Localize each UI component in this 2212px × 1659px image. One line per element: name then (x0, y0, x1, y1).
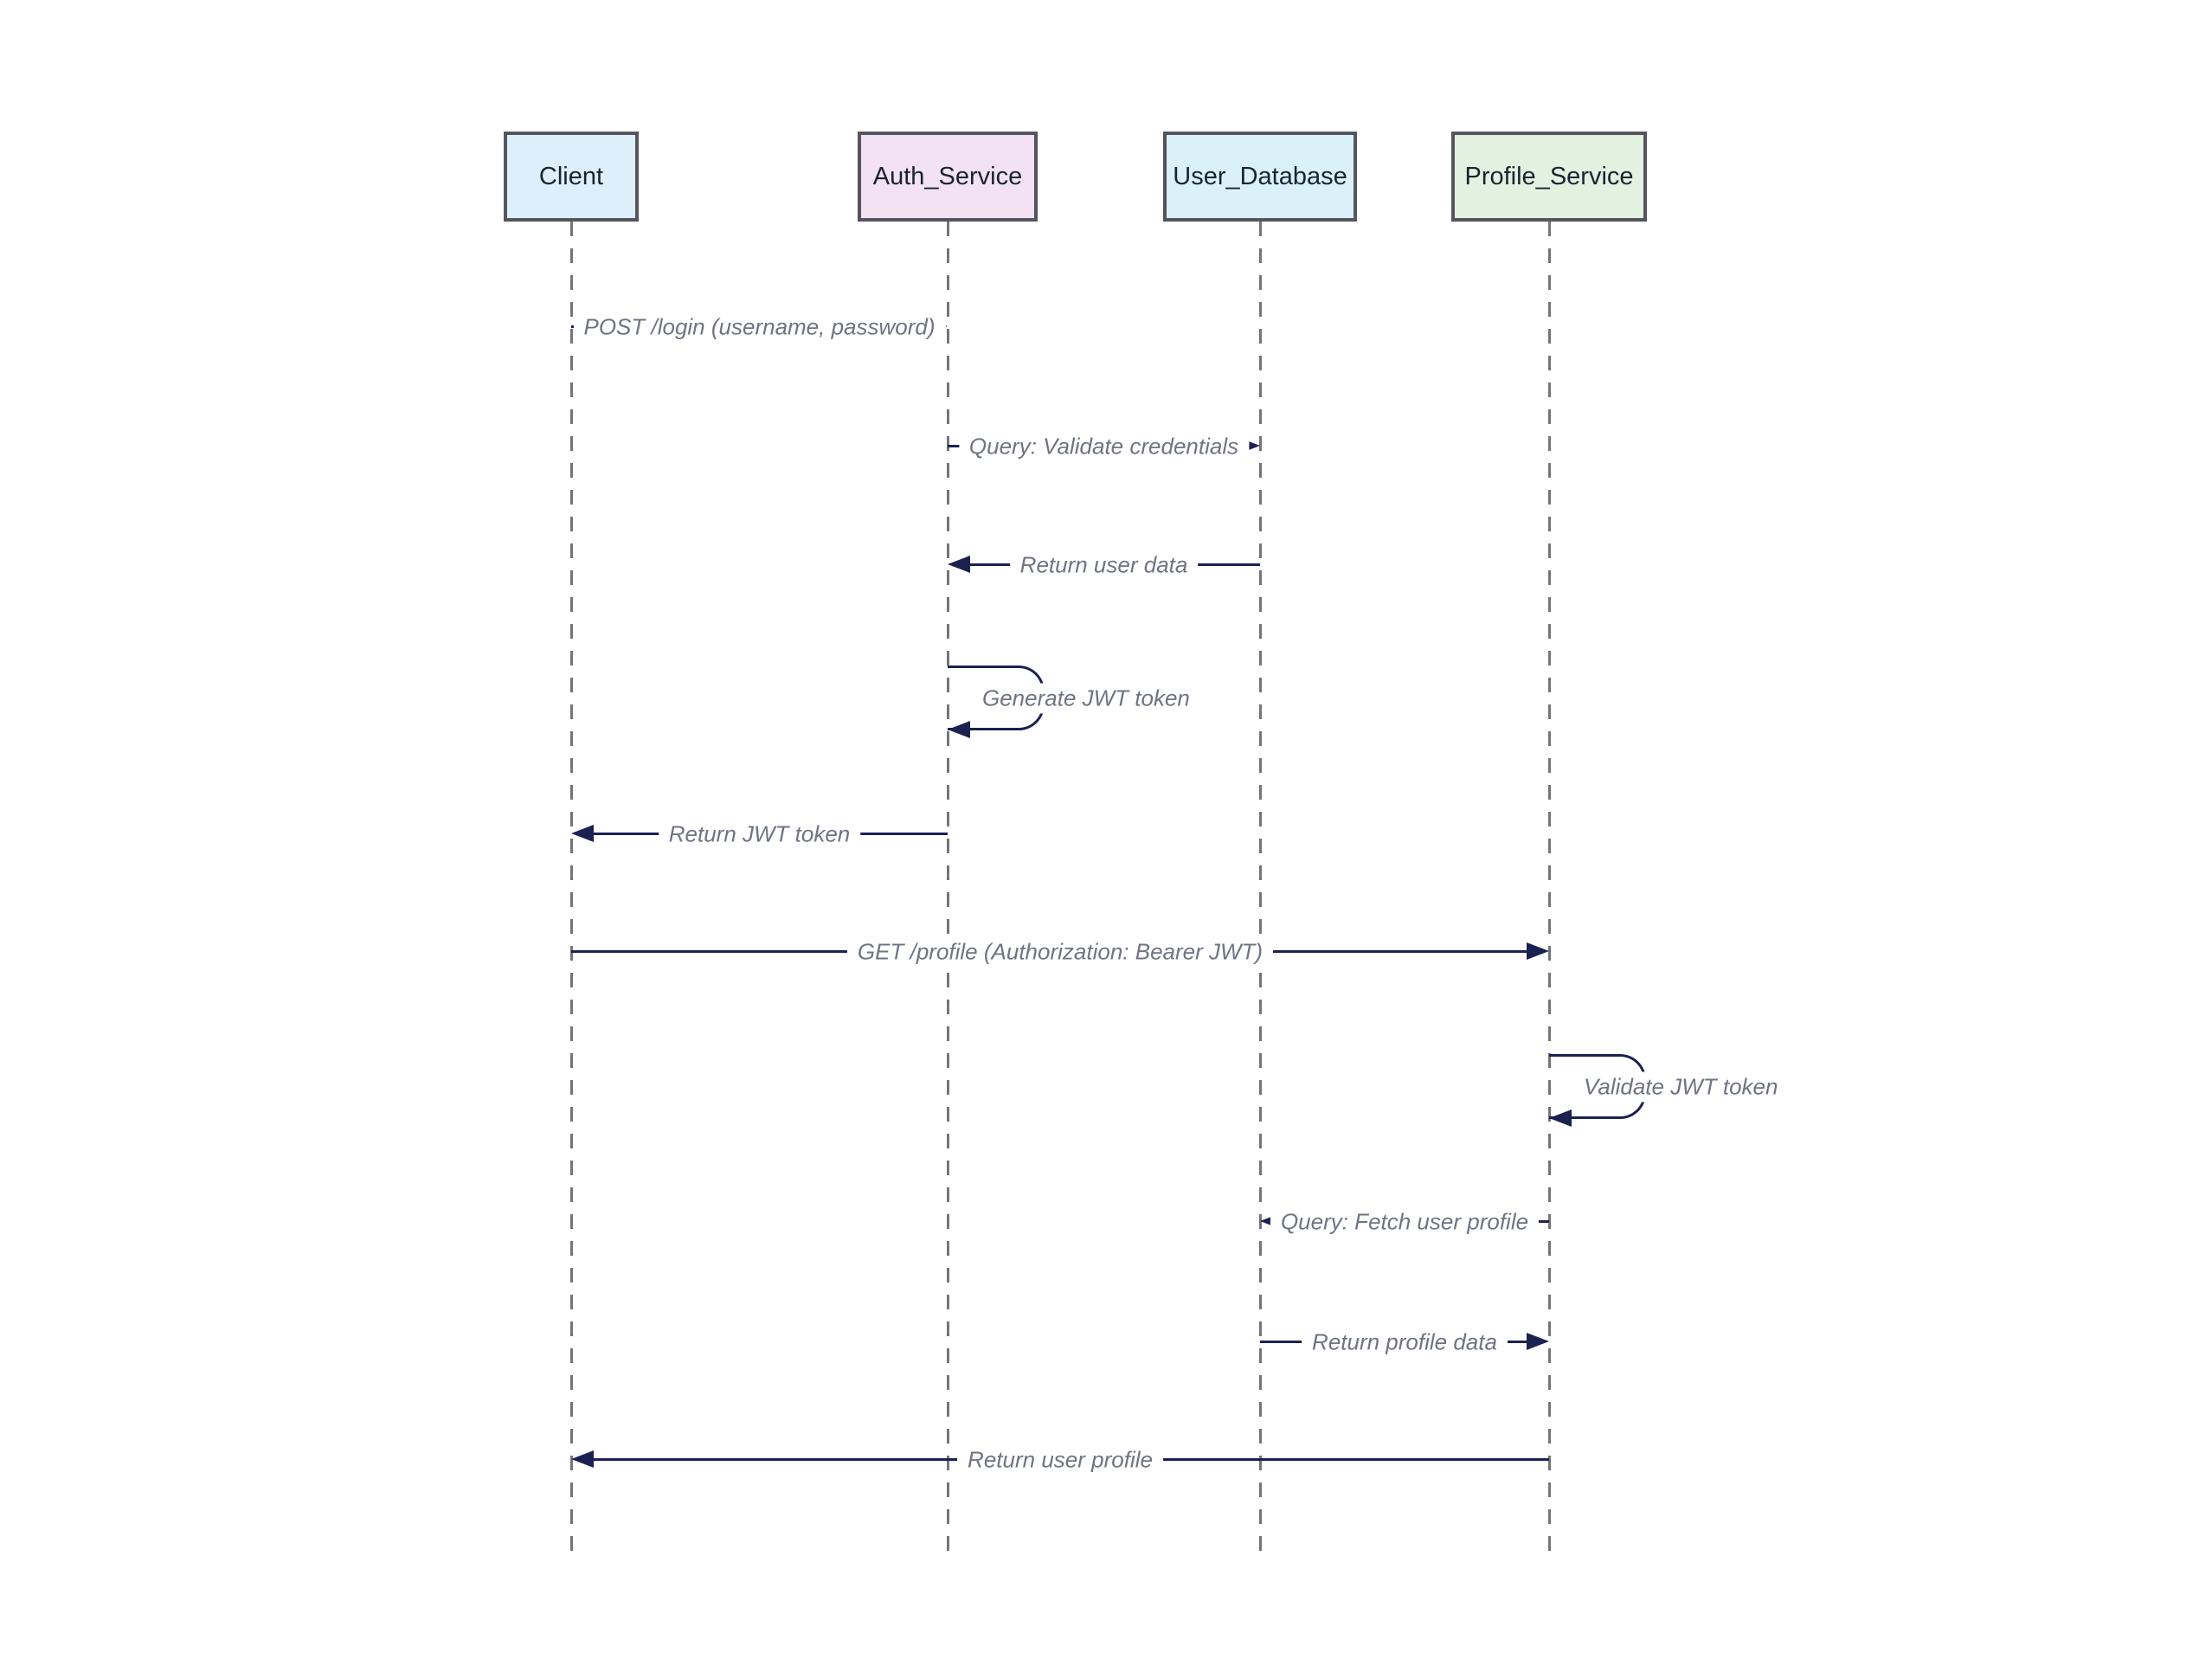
actor-box-profile-service: Profile_Service (1451, 132, 1647, 222)
arrowhead-icon (1549, 1109, 1572, 1127)
arrowhead-icon (571, 825, 594, 842)
message-label: Validate JWT token (1575, 1071, 1787, 1102)
actor-label-user-database: User_Database (1173, 162, 1347, 190)
message-label: Generate JWT token (974, 683, 1199, 713)
actor-label-profile-service: Profile_Service (1464, 162, 1634, 190)
arrowhead-icon (1527, 942, 1549, 960)
arrowhead-icon (948, 556, 970, 573)
arrowhead-icon (571, 1450, 594, 1468)
message-label: Query: Validate credentials (958, 431, 1250, 462)
actor-label-auth-service: Auth_Service (872, 162, 1023, 190)
lifeline-user-database (1258, 222, 1262, 1551)
message-label: POST /login (username, password) (573, 312, 946, 343)
message-label: Return user data (1009, 550, 1199, 581)
message-label: Return user profile (957, 1444, 1163, 1476)
message-label: Return profile data (1302, 1327, 1508, 1358)
lifeline-client (569, 222, 573, 1551)
arrowhead-icon (1527, 1333, 1549, 1350)
message-label: GET /profile (Authorization: Bearer JWT) (846, 936, 1274, 968)
actor-label-client: Client (538, 162, 604, 190)
message-label: Return JWT token (658, 819, 861, 850)
actor-box-auth-service: Auth_Service (858, 132, 1038, 222)
arrowhead-icon (948, 720, 970, 738)
lifeline-profile-service (1547, 222, 1551, 1551)
actor-box-client: Client (504, 132, 639, 222)
lifeline-auth-service (946, 222, 949, 1551)
message-label: Query: Fetch user profile (1270, 1206, 1540, 1238)
actor-box-user-database: User_Database (1163, 132, 1357, 222)
